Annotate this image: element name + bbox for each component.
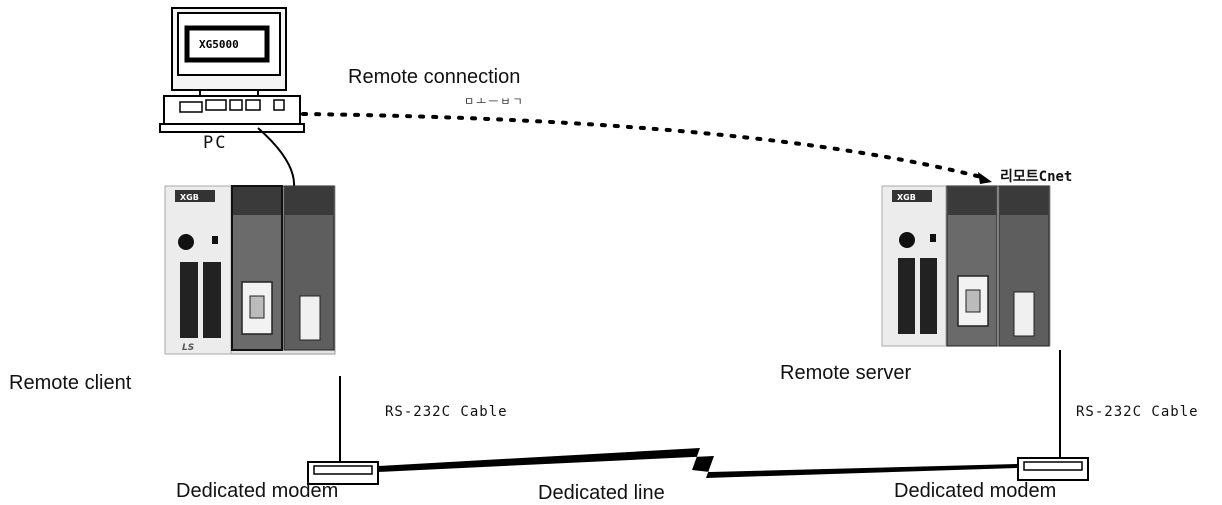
plc-client-terminal-block	[299, 295, 321, 341]
pc-label: PC	[203, 133, 228, 153]
remote-server-label: Remote server	[780, 362, 912, 384]
plc-server-io-strip-1	[898, 258, 915, 334]
plc-server-switch	[930, 234, 936, 242]
plc-client-io-strip-1	[180, 262, 198, 338]
rs232c-cable-label-left: RS-232C Cable	[385, 404, 508, 420]
plc-server: XGB	[881, 185, 1051, 347]
plc-server-db9-pins	[965, 289, 981, 313]
plc-client-logo-block	[175, 190, 215, 202]
monitor-screen	[184, 25, 270, 63]
remote-connection-sublabel: ㅁㅗㅡㅂㄱ	[464, 95, 525, 108]
plc-server-io-strip-2	[920, 258, 937, 334]
dedicated-line-label: Dedicated line	[538, 482, 665, 504]
remote-connection-label: Remote connection	[348, 66, 521, 88]
plc-client-switch	[212, 236, 218, 244]
modem-right	[1017, 457, 1089, 481]
dedicated-line	[378, 448, 1018, 478]
plc-client-db9-pins	[249, 295, 265, 319]
pc-button-3	[245, 99, 261, 111]
screen-text: XG5000	[199, 38, 239, 51]
plc-client-brand: LS	[182, 343, 194, 353]
pc-button-1	[205, 99, 227, 111]
plc-client-module-2-top	[285, 187, 333, 215]
plc-server-port	[899, 232, 915, 248]
plc-server-logo: XGB	[897, 193, 916, 202]
plc-client-logo: XGB	[180, 193, 199, 202]
plc-server-module-1-top	[948, 187, 996, 215]
modem-right-panel	[1023, 461, 1083, 471]
pc-button-2	[229, 99, 243, 111]
rs232c-cable-label-right: RS-232C Cable	[1076, 404, 1199, 420]
remote-client-label: Remote client	[9, 372, 132, 394]
modem-left	[307, 461, 379, 485]
pc-keyboard	[159, 123, 305, 133]
plc-server-module-2-top	[1000, 187, 1048, 215]
pc-button-4	[273, 99, 285, 111]
plc-server-logo-block	[892, 190, 932, 202]
remote-connection-dotted-line	[301, 112, 987, 180]
plc-client-module-1-top	[233, 187, 281, 215]
plc-client: XGB LS	[164, 185, 336, 355]
pc-drive-slot	[179, 101, 203, 113]
modem-right-label: Dedicated modem	[894, 480, 1057, 502]
plc-server-terminal-block	[1013, 291, 1035, 337]
remote-cnet-label: 리모트Cnet	[1000, 169, 1073, 185]
pc-computer: XG5000	[159, 7, 305, 133]
modem-left-panel	[313, 465, 373, 475]
remote-connection-arrow-head	[978, 172, 992, 184]
modem-left-label: Dedicated modem	[176, 480, 339, 502]
plc-client-io-strip-2	[203, 262, 221, 338]
plc-client-port	[178, 234, 194, 250]
